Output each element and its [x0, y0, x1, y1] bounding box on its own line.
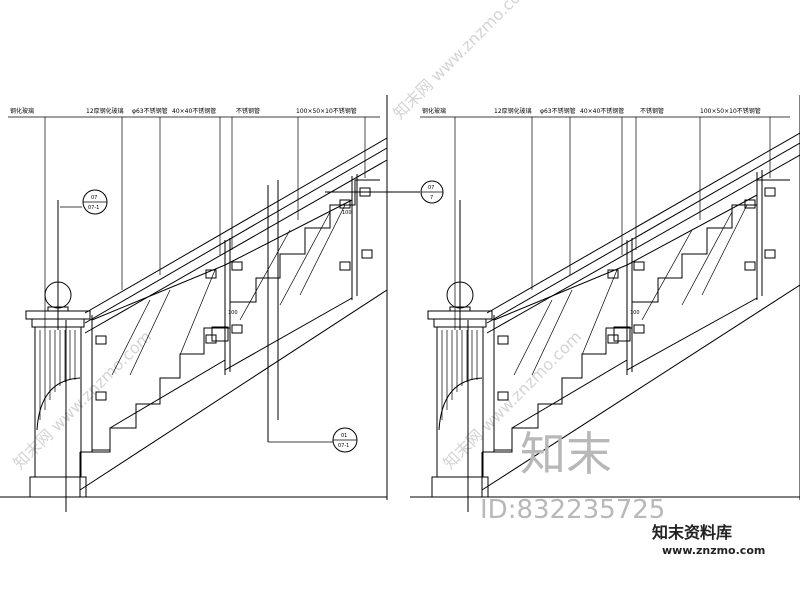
right-callout-6: 100×50×10不锈钢管 [700, 107, 761, 115]
svg-text:07-1: 07-1 [88, 205, 99, 211]
left-elevation: 钢化玻璃 12厚钢化玻璃 φ63不锈钢管 40×40不锈钢管 不锈钢管 100×… [0, 95, 444, 512]
left-stringer-bottom [79, 289, 388, 491]
right-dim-100-mid: 100 [630, 310, 640, 316]
right-glass-clamps [497, 187, 776, 401]
svg-text:01: 01 [341, 433, 347, 439]
right-callout-5: 不锈钢管 [640, 107, 664, 115]
left-callout-2: 12厚钢化玻璃 [86, 107, 124, 115]
right-newel-post [427, 200, 493, 512]
left-callout-6: 100×50×10不锈钢管 [296, 107, 357, 115]
watermark-brand: 知末资料库 [652, 523, 732, 542]
right-callout-4: 40×40不锈钢管 [580, 107, 624, 115]
left-callout-5: 不锈钢管 [236, 107, 260, 115]
left-callout-leaders [8, 116, 380, 330]
right-elevation: 钢化玻璃 12厚钢化玻璃 φ63不锈钢管 40×40不锈钢管 不锈钢管 100×… [410, 95, 800, 512]
watermark-url: www.znzmo.com [662, 544, 765, 557]
section-bubble-a: 07 07-1 [60, 189, 108, 215]
left-handrail-top [84, 137, 388, 314]
right-callout-leaders [420, 116, 790, 330]
section-bubble-b: 07 7 100 [325, 180, 444, 216]
diagonal-watermarks: 知末网 www.znzmo.com 知末网 www.znzmo.com 知末网 … [9, 0, 585, 473]
svg-text:7: 7 [430, 195, 433, 201]
left-handrail-sub [84, 159, 388, 334]
watermark-diag-top: 知末网 www.znzmo.com [389, 0, 535, 123]
watermark-id: ID:832235725 [480, 495, 665, 525]
watermark-logo: 知末 [520, 427, 612, 481]
right-callout-2: 12厚钢化玻璃 [494, 107, 532, 115]
right-callout-3: φ63不锈钢管 [540, 107, 576, 115]
left-callout-3: φ63不锈钢管 [132, 107, 168, 115]
section-bubble-c: 01 07-1 [268, 427, 358, 453]
svg-text:07: 07 [91, 195, 97, 201]
right-callout-1: 钢化玻璃 [422, 107, 446, 115]
svg-text:07-1: 07-1 [338, 443, 349, 449]
left-callout-1: 钢化玻璃 [10, 107, 34, 115]
left-dim-100-mid: 100 [228, 310, 238, 316]
newel-base [29, 476, 87, 498]
left-glass-clamps [95, 187, 373, 401]
left-callout-4: 40×40不锈钢管 [172, 107, 216, 115]
left-glass-panel-2 [224, 199, 353, 371]
svg-text:07: 07 [428, 185, 434, 191]
watermark-overlay: 知末 ID:832235725 知末资料库 www.znzmo.com [480, 427, 765, 557]
watermark-diag-left: 知末网 www.znzmo.com [9, 327, 155, 473]
left-dim-100-top: 100 [342, 210, 352, 216]
left-handrail-bottom [84, 147, 388, 324]
